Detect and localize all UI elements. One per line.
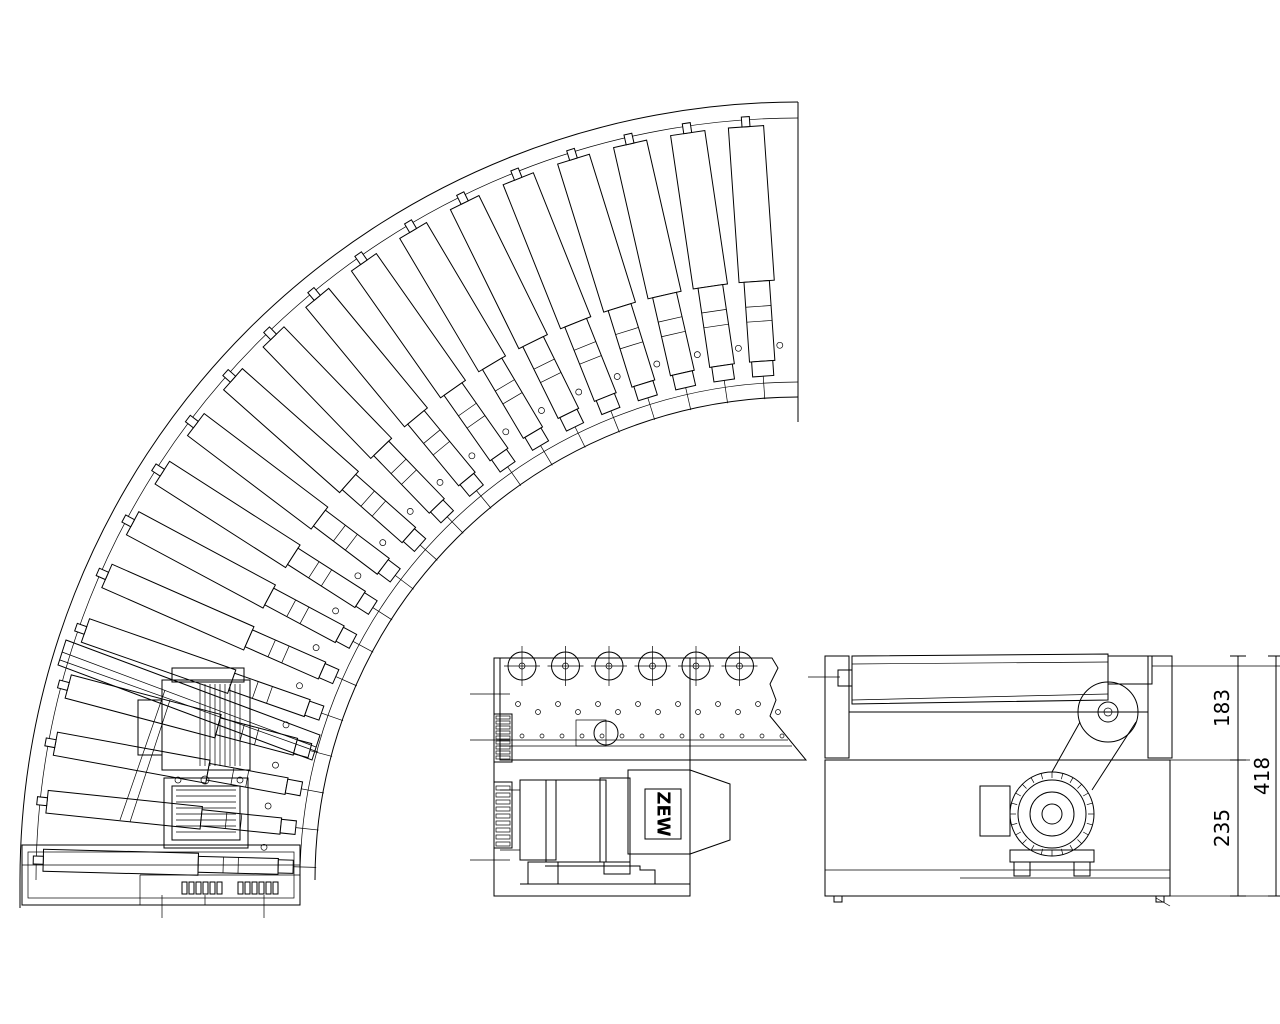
roller: [670, 122, 736, 404]
side-gear-motor: ZEW: [500, 769, 731, 885]
roller: [95, 563, 357, 687]
roller: [305, 286, 492, 509]
dimension-upper: 183: [1210, 689, 1234, 727]
side-roller-ends: [504, 646, 758, 686]
conveyor-frame-inner-arc: [299, 381, 799, 881]
curved-conveyor-plan-view: [19, 101, 799, 918]
drive-chain-strip: [260, 341, 784, 851]
roller: [612, 132, 697, 411]
roller: [727, 116, 776, 400]
dimension-set: 183 235 418: [1210, 655, 1280, 897]
roller: [56, 674, 333, 759]
roller: [121, 511, 374, 653]
front-housing: [824, 759, 1171, 897]
plan-base-frame: [21, 844, 301, 918]
side-view-drive: ZEW: [470, 646, 808, 897]
motor-label-plate: [644, 788, 682, 840]
motor-label: ZEW: [653, 791, 674, 836]
roller: [502, 167, 621, 433]
roller: [36, 789, 319, 835]
roller: [557, 147, 658, 420]
dimension-total: 418: [1250, 757, 1274, 795]
roller: [32, 848, 317, 876]
front-roller-body: [851, 653, 1109, 705]
conveyor-frame-outer-arc: [19, 101, 799, 881]
roller: [350, 251, 522, 486]
roller: [151, 460, 393, 621]
front-upper-sprocket: [1077, 681, 1139, 743]
roller: [399, 219, 553, 466]
roller: [449, 191, 586, 448]
side-plate: [499, 657, 808, 761]
front-view-drive: [808, 653, 1280, 907]
roller-set: [32, 116, 776, 876]
side-plate-holes: [515, 701, 785, 739]
side-sprocket-strip: [493, 713, 513, 849]
roller: [184, 412, 414, 590]
dimension-lower: 235: [1210, 809, 1234, 847]
plan-drive-unit: [57, 639, 321, 849]
roller: [222, 367, 438, 561]
roller: [262, 326, 464, 534]
